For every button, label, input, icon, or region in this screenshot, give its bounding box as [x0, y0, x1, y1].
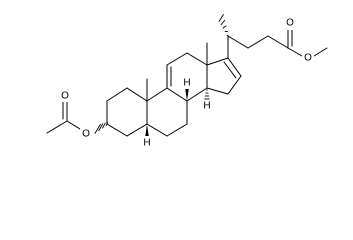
bond-c5-c6	[146, 123, 168, 137]
side-chain	[218, 14, 328, 59]
bond-c13-c17	[206, 57, 229, 66]
atom-label-acetate-carbonyl-oxygen: O	[59, 90, 71, 102]
acetate-carbonyl-oxygen-label: O	[61, 91, 69, 102]
acetate-oxygen-label: O	[82, 129, 90, 140]
c8-h-wedge	[185, 89, 189, 101]
ring-b	[146, 87, 188, 137]
bond-c1-c2	[106, 87, 128, 102]
ester-carbonyl-oxygen-label: O	[286, 18, 294, 29]
acetate-group	[46, 101, 109, 134]
bond-c4-c5	[126, 123, 148, 137]
bond-c14-c8	[186, 87, 208, 102]
bond-c24-o-ester	[287, 47, 303, 57]
c14-h-hashed-bond	[204, 89, 210, 100]
bond-c3-c4	[106, 123, 128, 137]
c21-methyl-hashed-bond	[218, 14, 230, 38]
bond-c22-c23	[247, 35, 269, 49]
bond-c23-c24	[267, 35, 289, 49]
c8-hydrogen-label: H	[183, 78, 190, 89]
bond-c10-c1	[126, 87, 148, 102]
bond-o-acetyl	[66, 120, 81, 130]
atom-label-ester-oxygen: O	[302, 52, 314, 64]
bond-c15-c14	[206, 87, 229, 95]
bond-c8-c9	[166, 87, 188, 102]
c14-hydrogen-label: H	[203, 101, 210, 112]
bond-c11-c12	[166, 52, 188, 66]
bond-c16-c15	[227, 75, 242, 95]
c5-h-wedge	[145, 124, 149, 136]
bond-acetyl-methyl	[46, 120, 68, 134]
ring-a	[106, 87, 148, 137]
c3-oxygen-hashed-bond	[94, 122, 109, 134]
bond-c17-c16-double	[223, 61, 237, 79]
atom-label-ester-carbonyl-oxygen: O	[284, 18, 296, 30]
bond-c17-c16	[227, 57, 242, 77]
bond-c12-c13	[186, 52, 208, 66]
bond-c6-c7	[166, 123, 188, 137]
bond-c9-c10	[146, 87, 168, 102]
bond-o-methyl	[313, 47, 328, 57]
atom-label-acetate-oxygen: O	[80, 128, 92, 140]
ester-oxygen-label: O	[304, 53, 312, 64]
c5-hydrogen-label: H	[143, 138, 150, 149]
steroid-structure-diagram: O O O O H H H	[46, 14, 328, 149]
ring-c	[166, 52, 208, 102]
ring-d	[206, 57, 242, 95]
bond-c20-c22	[227, 35, 249, 49]
